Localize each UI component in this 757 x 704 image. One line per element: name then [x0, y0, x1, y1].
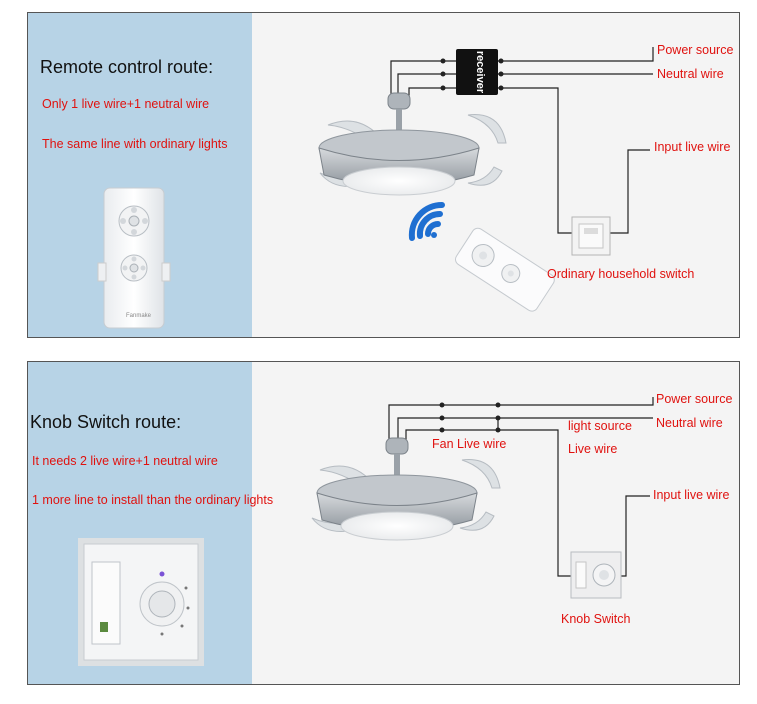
knob-switch-route-panel: Knob Switch route: It needs 2 live wire+…	[27, 361, 740, 685]
wireless-signal-icon	[408, 201, 445, 241]
remote-wire-junctions	[440, 58, 504, 91]
knob-info-column: Knob Switch route: It needs 2 live wire+…	[28, 362, 273, 684]
knob-switch-plate-image	[78, 538, 204, 666]
knob-wiring-diagram	[311, 397, 654, 599]
knob-note-2: 1 more line to install than the ordinary…	[32, 493, 274, 507]
knob-wire-junctions	[439, 402, 501, 433]
knob-power-source-label: Power source	[656, 392, 733, 406]
receiver-box: receiver	[456, 49, 498, 95]
remote-power-source-label: Power source	[657, 43, 734, 57]
fan-live-wire-label: Fan Live wire	[432, 437, 507, 451]
handheld-remote-image	[455, 227, 555, 312]
household-switch-label: Ordinary household switch	[547, 267, 695, 281]
knob-neutral-wire-label: Neutral wire	[656, 416, 723, 430]
knob-route-heading: Knob Switch route:	[30, 412, 182, 432]
remote-note-1: Only 1 live wire+1 neutral wire	[42, 97, 210, 111]
remote-wires	[390, 47, 654, 234]
remote-neutral-wire-label: Neutral wire	[657, 67, 724, 81]
knob-note-1: It needs 2 live wire+1 neutral wire	[32, 454, 218, 468]
knob-switch-image	[570, 551, 622, 599]
remote-brand-text: Fanmake	[126, 313, 152, 319]
remote-control-image: Fanmake	[97, 187, 171, 329]
remote-route-heading: Remote control route:	[40, 57, 214, 77]
live-wire-label: Live wire	[568, 442, 618, 456]
remote-control-route-panel: Remote control route: Only 1 live wire+1…	[27, 12, 740, 338]
knob-input-live-wire-label: Input live wire	[653, 488, 730, 502]
remote-wiring-diagram: receiver	[318, 47, 654, 312]
knob-switch-label: Knob Switch	[561, 612, 631, 626]
remote-note-2: The same line with ordinary lights	[42, 137, 228, 151]
knob-ceiling-fan-image	[311, 437, 501, 541]
receiver-label: receiver	[474, 51, 486, 94]
remote-input-live-wire-label: Input live wire	[654, 140, 731, 154]
light-source-label: light source	[568, 419, 632, 433]
ceiling-fan-image	[318, 92, 507, 196]
knob-wires	[388, 397, 654, 577]
remote-info-column: Remote control route: Only 1 live wire+1…	[28, 13, 252, 337]
household-switch-image	[571, 216, 611, 256]
